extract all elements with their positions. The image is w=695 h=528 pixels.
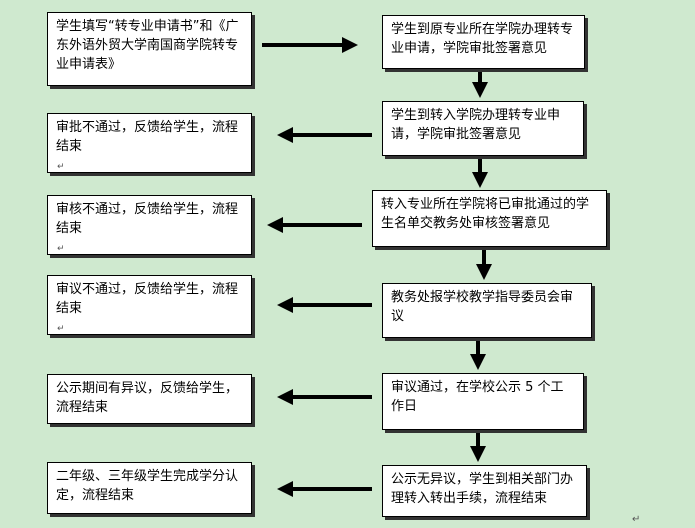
apply-box: 学生填写“转专业申请书”和《广东外语外贸大学南国商学院转专业申请表》 [47, 12, 252, 86]
review-office-box: 转入专业所在学院将已审批通过的学生名单交教务处审核签署意见 [372, 190, 607, 247]
orig-college-text: 学生到原专业所在学院办理转专业申请，学院审批签署意见 [391, 22, 574, 56]
orig-college-box: 学生到原专业所在学院办理转专业申请，学院审批签署意见 [382, 15, 585, 69]
paragraph-mark: ↵ [57, 244, 65, 254]
publicize-text: 审议通过，在学校公示 5 个工作日 [391, 380, 564, 414]
reject-approval-text: 审批不通过，反馈给学生，流程结束 [56, 120, 239, 154]
objection-box: 公示期间有异议，反馈给学生，流程结束 [47, 374, 252, 424]
objection-text: 公示期间有异议，反馈给学生，流程结束 [56, 381, 239, 415]
apply-text: 学生填写“转专业申请书”和《广东外语外贸大学南国商学院转专业申请表》 [56, 19, 239, 72]
paragraph-mark: ↵ [57, 324, 65, 334]
credits-text: 二年级、三年级学生完成学分认定，流程结束 [56, 469, 239, 503]
review-office-text: 转入专业所在学院将已审批通过的学生名单交教务处审核签署意见 [381, 197, 590, 231]
committee-text: 教务处报学校教学指导委员会审议 [391, 290, 574, 324]
reject-review-text: 审核不通过，反馈给学生，流程结束 [56, 202, 239, 236]
paragraph-mark: ↵ [57, 162, 65, 172]
publicize-box: 审议通过，在学校公示 5 个工作日 [382, 373, 584, 430]
complete-text: 公示无异议，学生到相关部门办理转入转出手续，流程结束 [391, 472, 574, 506]
reject-deliberation-box: 审议不通过，反馈给学生，流程结束 ↵ [47, 275, 252, 335]
reject-approval-box: 审批不通过，反馈给学生，流程结束 ↵ [47, 113, 252, 173]
committee-box: 教务处报学校教学指导委员会审议 [382, 283, 592, 338]
complete-box: 公示无异议，学生到相关部门办理转入转出手续，流程结束 [382, 465, 587, 517]
credits-box: 二年级、三年级学生完成学分认定，流程结束 [47, 462, 252, 514]
reject-deliberation-text: 审议不通过，反馈给学生，流程结束 [56, 282, 239, 316]
page-end-mark: ↵ [632, 514, 641, 525]
target-college-text: 学生到转入学院办理转专业申请，学院审批签署意见 [391, 108, 561, 142]
reject-review-box: 审核不通过，反馈给学生，流程结束 ↵ [47, 195, 252, 255]
target-college-box: 学生到转入学院办理转专业申请，学院审批签署意见 [382, 101, 584, 156]
